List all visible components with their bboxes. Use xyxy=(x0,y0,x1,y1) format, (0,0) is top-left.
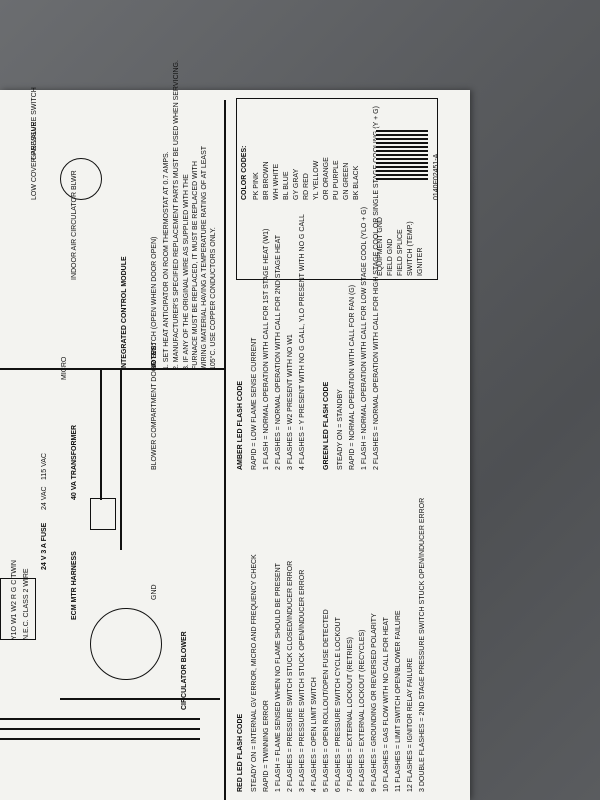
color-code: GN GREEN xyxy=(343,162,350,200)
qr-code xyxy=(376,128,428,180)
color-code: BR BROWN xyxy=(263,161,270,201)
list-item: 11 FLASHES = LIMIT SWITCH OPEN/BLOWER FA… xyxy=(395,610,402,792)
red-flash-title: RED LED FLASH CODE xyxy=(237,713,244,792)
list-item: 2 FLASHES = PRESSURE SWITCH STUCK CLOSED… xyxy=(287,560,294,792)
list-item: 7 FLASHES = EXTERNAL LOCKOUT (RETRIES) xyxy=(347,636,354,792)
color-code: RD RED xyxy=(303,173,310,200)
vac115-label: 115 VAC xyxy=(41,453,48,480)
wiring-diagram-sheet: RED LED FLASH CODE STEADY ON = INTERNAL … xyxy=(0,60,470,800)
list-item: 12 FLASHES = IGNITOR RELAY FAILURE xyxy=(407,657,414,792)
legend-item: IGNITER xyxy=(417,247,424,276)
transformer-label: 40 VA TRANSFORMER xyxy=(71,424,78,500)
gnd-label: GND xyxy=(151,584,158,600)
control-boundary xyxy=(0,368,224,370)
list-item: STEADY ON = STANDBY xyxy=(337,389,344,470)
gas-valve-label: GAS VALVE xyxy=(31,121,38,160)
terminal-strip xyxy=(0,578,36,640)
list-item: 9 FLASHES = GROUNDING OR REVERSED POLARI… xyxy=(371,613,378,792)
legend-item: SWITCH (TEMP.) xyxy=(407,221,414,276)
wire-line xyxy=(100,370,102,500)
color-code: PK PINK xyxy=(253,172,260,200)
divider-line xyxy=(224,100,226,800)
list-item: 10 FLASHES = GAS FLOW WITH NO CALL FOR H… xyxy=(383,617,390,792)
wire-line xyxy=(60,698,220,700)
wire-line xyxy=(120,370,122,550)
list-item: RAPID = LOW FLAME SENSE CURRENT xyxy=(251,337,258,470)
color-code: GY GRAY xyxy=(293,168,300,200)
part-number: 0140F02451-A xyxy=(433,153,440,200)
list-item: 3 DOUBLE FLASHES = 2ND STAGE PRESSURE SW… xyxy=(419,497,426,792)
color-code: WH WHITE xyxy=(273,163,280,200)
legend-item: FIELD GND xyxy=(387,238,394,276)
color-codes-title: COLOR CODES: xyxy=(241,145,248,200)
wire-line xyxy=(0,718,200,720)
fuse-label: 24 V 3 A FUSE xyxy=(41,522,48,570)
note-item: 1. SET HEAT ANTICIPATOR ON ROOM THERMOST… xyxy=(163,151,170,370)
list-item: 8 FLASHES = EXTERNAL LOCKOUT (RECYCLES) xyxy=(359,629,366,792)
list-item: 1 FLASH = FLAME SENSED WHEN NO FLAME SHO… xyxy=(275,563,282,792)
vac24-label: 24 VAC xyxy=(41,486,48,510)
legend-item: EQUIPMENT GND xyxy=(377,217,384,276)
green-flash-title: GREEN LED FLASH CODE xyxy=(323,381,330,470)
wire-line xyxy=(0,738,200,740)
legend-item: FIELD SPLICE xyxy=(397,229,404,276)
list-item: 6 FLASHES = PRESSURE SWITCH CYCLE LOCKOU… xyxy=(335,617,342,792)
list-item: 3 FLASHES = W2 PRESENT WITH NO W1 xyxy=(287,334,294,470)
integrated-control-label: INTEGRATED CONTROL MODULE xyxy=(121,256,128,370)
note-item: 2. MANUFACTURER'S SPECIFIED REPLACEMENT … xyxy=(173,60,180,370)
color-code: OR ORANGE xyxy=(323,157,330,200)
list-item: STEADY ON = INTERNAL GV ERROR, MICRO AND… xyxy=(251,554,258,792)
note-item: 3. IF ANY OF THE ORIGINAL WIRE AS SUPPLI… xyxy=(183,146,217,370)
list-item: 4 FLASHES = OPEN LIMIT SWITCH xyxy=(311,677,318,792)
color-code: YL YELLOW xyxy=(313,160,320,200)
list-item: 5 FLASHES = OPEN ROLLOUT/OPEN FUSE DETEC… xyxy=(323,609,330,792)
color-code: PU PURPLE xyxy=(333,160,340,200)
wire-line xyxy=(0,728,200,730)
list-item: RAPID = TWINNING ERROR xyxy=(263,700,270,792)
color-code: BK BLACK xyxy=(353,165,360,200)
blower-door-label: BLOWER COMPARTMENT DOOR SWITCH (OPEN WHE… xyxy=(151,236,158,470)
transformer-symbol xyxy=(90,498,116,530)
color-code: BL BLUE xyxy=(283,171,290,200)
rotated-content: RED LED FLASH CODE STEADY ON = INTERNAL … xyxy=(0,60,470,800)
inducer-symbol xyxy=(60,158,102,200)
blower-motor-symbol xyxy=(90,608,162,680)
list-item: 3 FLASHES = PRESSURE SWITCH STUCK OPEN/I… xyxy=(299,569,306,792)
amber-flash-title: AMBER LED FLASH CODE xyxy=(237,380,244,470)
ecm-label: ECM MTR HARNESS xyxy=(71,551,78,620)
list-item: RAPID = NORMAL OPERATION WITH CALL FOR F… xyxy=(349,284,356,470)
